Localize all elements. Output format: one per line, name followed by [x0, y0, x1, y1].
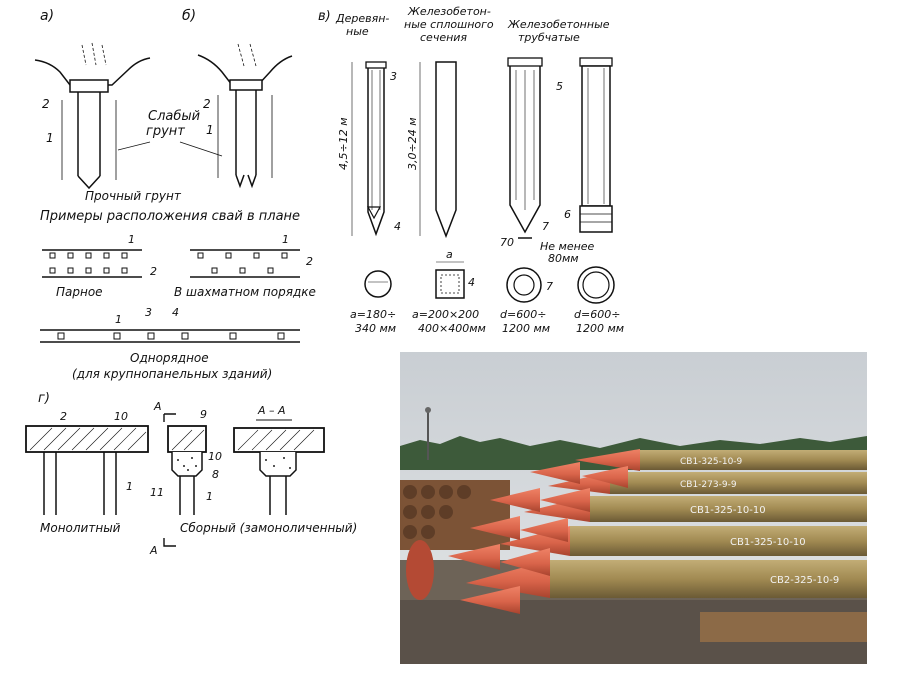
rc-tube-title-2: трубчатые [518, 31, 580, 44]
min-label-2: 80мм [548, 252, 579, 265]
strong-soil-label: Прочный грунт [85, 189, 182, 203]
staggered-label: В шахматном порядке [174, 285, 316, 299]
rc-solid-pile [419, 61, 457, 239]
panel-g-letter: г) [38, 391, 50, 406]
mark-a-bottom: А [149, 544, 158, 557]
section-tube-2 [577, 266, 615, 304]
dim-70: 70 [500, 236, 514, 249]
label-3-row: 3 [145, 306, 152, 319]
section-wood-2: 340 мм [355, 322, 396, 335]
label-3-wood: 3 [390, 70, 397, 83]
wood-length: 4,5÷12 м [337, 117, 350, 170]
single-row-label: Однорядное [130, 351, 209, 365]
panel-a-pile [34, 42, 151, 190]
section-tube2-2: 1200 мм [576, 322, 624, 335]
rc-tube-pile-tip [507, 57, 543, 239]
pile-mark-2: СВ1-273-9-9 [680, 480, 737, 490]
label-7-tube: 7 [542, 220, 549, 233]
label-1-a: 1 [46, 131, 54, 145]
section-tube1-1: d=600÷ [500, 308, 546, 321]
plan-staggered [190, 249, 300, 278]
label-11: 11 [150, 486, 164, 499]
section-tube-1 [506, 267, 542, 303]
panel-b-pile [197, 43, 293, 189]
rc-length: 3,0÷24 м [406, 117, 419, 170]
label-9: 9 [200, 408, 207, 421]
section-tube2-1: d=600÷ [574, 308, 620, 321]
panel-b-letter: б) [182, 8, 196, 24]
wood-title-1: Деревян- [335, 12, 389, 25]
section-wood [364, 270, 392, 298]
panel-v-letter: в) [318, 9, 331, 24]
dim-a: a [446, 248, 453, 261]
pile-mark-4: СВ1-325-10-10 [730, 537, 806, 548]
label-1-g: 1 [126, 480, 133, 493]
section-rc-2: 400×400мм [418, 322, 486, 335]
weak-soil-label-2: грунт [146, 124, 185, 139]
label-1-b: 1 [206, 123, 214, 137]
paired-label: Парное [56, 285, 103, 299]
label-1-p: 1 [206, 490, 213, 503]
plan-title: Примеры расположения свай в плане [40, 209, 300, 224]
label-6: 6 [564, 208, 571, 221]
label-2-staggered: 2 [306, 255, 313, 268]
pile-mark-1: СВ1-325-10-9 [680, 457, 743, 467]
label-2-g: 2 [60, 410, 67, 423]
section-rc-1: a=200×200 [412, 308, 479, 321]
plan-single-row [40, 329, 300, 343]
label-1-paired: 1 [128, 233, 135, 246]
label-4-row: 4 [172, 306, 179, 319]
panel-a-letter: а) [40, 8, 54, 24]
wooden-pile [351, 61, 387, 237]
label-4-section: 4 [468, 276, 475, 289]
section-tube1-2: 1200 мм [502, 322, 550, 335]
label-7-section: 7 [546, 280, 553, 293]
rc-solid-title-1: Железобетон- [407, 5, 491, 18]
section-aa-label: А – А [257, 404, 286, 417]
label-10-p: 10 [208, 450, 222, 463]
grillage-precast [163, 413, 207, 547]
single-row-note: (для крупнопанельных зданий) [72, 367, 272, 381]
label-1-staggered: 1 [282, 233, 289, 246]
wood-title-2: ные [346, 25, 369, 38]
label-2-b: 2 [203, 97, 211, 111]
plan-paired [42, 249, 142, 278]
rc-solid-title-3: сечения [420, 31, 467, 44]
rc-tube-title-1: Железобетонные [507, 18, 610, 31]
label-8: 8 [212, 468, 219, 481]
label-2-a: 2 [42, 97, 50, 111]
grillage-section-aa [233, 419, 325, 515]
rc-solid-title-2: ные сплошного [404, 18, 494, 31]
rc-tube-pile-open [579, 57, 613, 233]
grillage-monolithic [25, 425, 149, 515]
min-label-1: Не менее [540, 240, 595, 253]
steel-piles-photo: СВ1-325-10-9 СВ1-273-9-9 СВ1-325-10-10 С… [400, 352, 867, 664]
label-1-row: 1 [115, 313, 122, 326]
weak-soil-label: Слабый [148, 109, 200, 124]
section-wood-1: a=180÷ [350, 308, 396, 321]
label-10-g: 10 [114, 410, 128, 423]
label-5: 5 [556, 80, 563, 93]
monolithic-label: Монолитный [40, 521, 121, 535]
section-rc [435, 261, 465, 299]
pile-mark-5: СВ2-325-10-9 [770, 575, 839, 586]
label-2-paired: 2 [150, 265, 157, 278]
mark-a-top: А [153, 400, 162, 413]
pile-mark-3: СВ1-325-10-10 [690, 505, 766, 516]
precast-label: Сборный (замоноличенный) [180, 521, 357, 535]
label-4-wood: 4 [394, 220, 401, 233]
